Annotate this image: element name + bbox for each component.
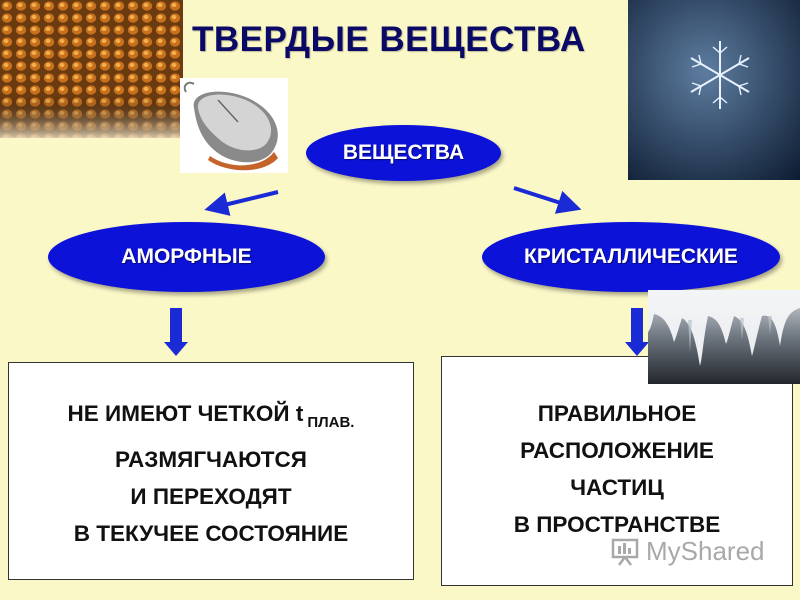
snowflake-photo <box>628 0 800 180</box>
computer-mouse-photo <box>180 78 288 173</box>
crystalline-line-2: РАСПОЛОЖЕНИЕ <box>520 438 714 463</box>
down-arrow-left <box>164 308 188 356</box>
crystalline-properties-box: ПРАВИЛЬНОЕ РАСПОЛОЖЕНИЕ ЧАСТИЦ В ПРОСТРА… <box>441 356 793 586</box>
snowflake-icon <box>628 0 800 180</box>
crystalline-line-1: ПРАВИЛЬНОЕ <box>537 401 697 426</box>
crystalline-line-4: В ПРОСТРАНСТВЕ <box>513 512 721 537</box>
amorphous-line-2: РАЗМЯГЧАЮТСЯ <box>115 447 307 472</box>
node-amorphous-label: АМОРФНЫЕ <box>121 245 252 268</box>
node-substances: ВЕЩЕСТВА <box>306 125 501 181</box>
watermark-text: MyShared <box>646 536 765 566</box>
amorphous-line-3: И ПЕРЕХОДЯТ <box>130 484 292 509</box>
icicles-icon <box>648 290 800 384</box>
amorphous-line-1-text: НЕ ИМЕЮТ ЧЕТКОЙ t <box>67 401 304 426</box>
honeycomb-icon <box>0 0 183 138</box>
watermark: MyShared <box>610 536 765 567</box>
page-title: ТВЕРДЫЕ ВЕЩЕСТВА <box>192 20 586 59</box>
melting-subscript: ПЛАВ. <box>307 414 355 431</box>
node-crystalline: КРИСТАЛЛИЧЕСКИЕ <box>482 222 780 292</box>
amorphous-line-4: В ТЕКУЧЕЕ СОСТОЯНИЕ <box>73 521 349 546</box>
icicles-photo <box>648 290 800 384</box>
presentation-board-icon <box>611 538 639 566</box>
node-crystalline-label: КРИСТАЛЛИЧЕСКИЕ <box>524 245 738 268</box>
arrow-to-amorphous <box>204 190 279 216</box>
computer-mouse-icon <box>183 81 278 171</box>
arrow-to-crystalline <box>513 186 582 214</box>
node-substances-label: ВЕЩЕСТВА <box>342 141 465 164</box>
honeycomb-photo <box>0 0 183 138</box>
node-amorphous: АМОРФНЫЕ <box>48 222 325 292</box>
down-arrow-right <box>625 308 649 356</box>
crystalline-line-3: ЧАСТИЦ <box>570 475 664 500</box>
